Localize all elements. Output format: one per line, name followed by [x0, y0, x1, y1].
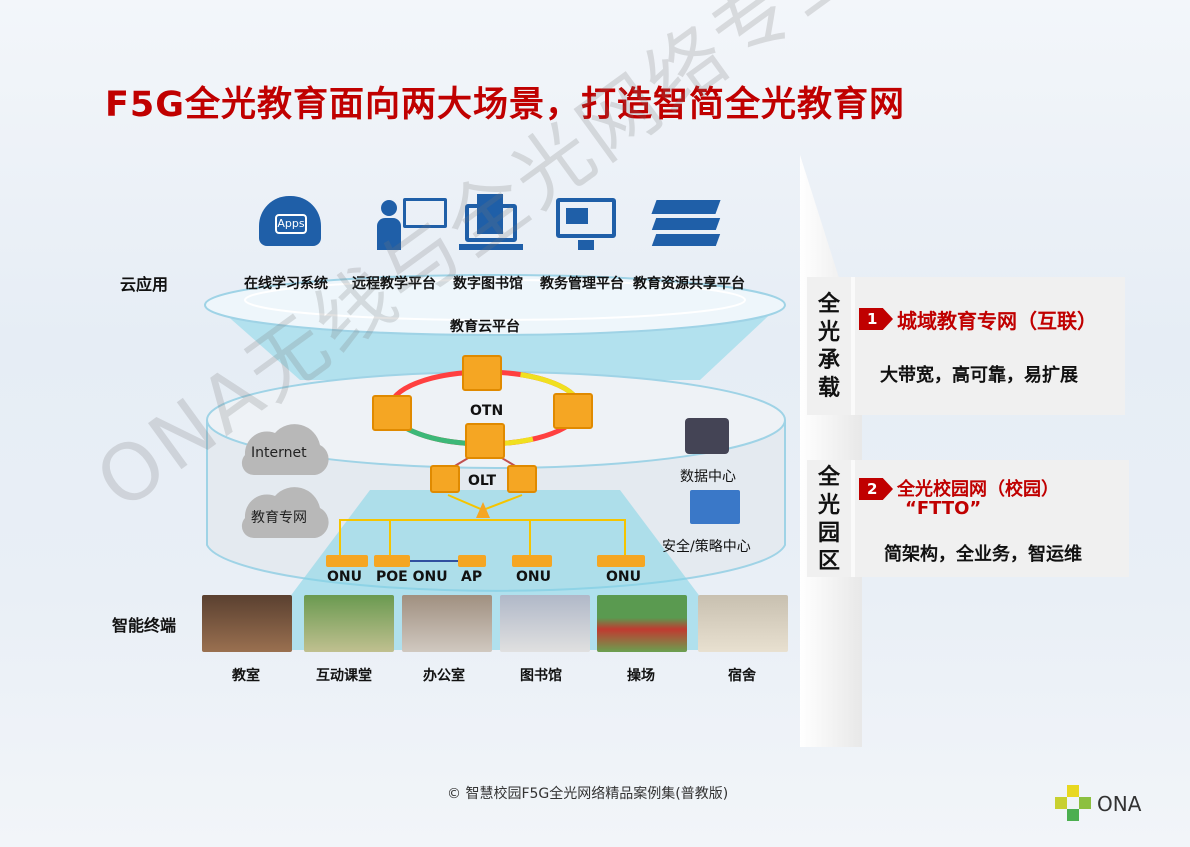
playground-photo: [597, 595, 687, 652]
monitor-admin-icon: [540, 190, 630, 252]
app-online-learning: Apps: [245, 190, 335, 252]
apps-cloud-icon: Apps: [255, 190, 325, 252]
onu-switch-icon: [597, 555, 645, 567]
page-title: F5G全光教育面向两大场景，打造智简全光教育网: [105, 85, 905, 125]
app-label: 在线学习系统: [244, 276, 328, 292]
otn-device-icon: [553, 393, 593, 429]
access-label: POE ONU: [376, 569, 448, 585]
terminal-label: 办公室: [423, 668, 465, 684]
dormitory-photo: [698, 595, 788, 652]
books-stack-icon: [640, 190, 730, 252]
terminal-label: 互动课堂: [316, 668, 372, 684]
scenario-card-1: 全光承载 1 城域教育专网（互联） 大带宽，高可靠，易扩展: [807, 277, 1125, 415]
data-center-icon: [685, 418, 729, 454]
library-photo: [500, 595, 590, 652]
scenario-desc: 大带宽，高可靠，易扩展: [880, 365, 1078, 386]
app-label: 远程教学平台: [352, 276, 436, 292]
terminal-label: 图书馆: [520, 668, 562, 684]
poe-onu-icon: [374, 555, 410, 567]
olt-label: OLT: [468, 473, 497, 489]
access-label: ONU: [516, 569, 551, 585]
terminals-label: 智能终端: [112, 616, 177, 635]
scenario-title: 城域教育专网（互联）: [897, 309, 1097, 333]
otn-label: OTN: [470, 403, 504, 419]
internet-cloud: Internet: [251, 445, 307, 461]
edu-network-cloud: 教育专网: [251, 510, 307, 526]
scenario-desc: 简架构，全业务，智运维: [884, 544, 1082, 565]
ap-icon: [458, 555, 486, 567]
terminal-label: 操场: [627, 668, 655, 684]
classroom-photo: [202, 595, 292, 652]
scenario-side-label: 全光承载: [817, 292, 840, 401]
scenario-side-label: 全光园区: [817, 465, 840, 574]
cloud-apps-label: 云应用: [120, 275, 169, 294]
office-photo: [402, 595, 492, 652]
interactive-class-photo: [304, 595, 394, 652]
otn-device-icon: [462, 355, 502, 391]
scenario-number: 1: [859, 308, 893, 330]
app-label: 教务管理平台: [540, 276, 624, 292]
app-label: 教育资源共享平台: [633, 276, 745, 292]
scenario-title: 全光校园网（校园）: [897, 479, 1059, 500]
access-label: ONU: [327, 569, 362, 585]
platform-label: 教育云平台: [450, 319, 520, 335]
terminal-label: 宿舍: [728, 668, 756, 684]
otn-device-icon: [465, 423, 505, 459]
security-center-label: 安全/策略中心: [662, 539, 751, 555]
ona-logo-icon: [1055, 785, 1091, 821]
olt-device-icon: [430, 465, 460, 493]
teacher-board-icon: [365, 190, 455, 252]
terminal-label: 教室: [232, 668, 260, 684]
footer-copyright: © 智慧校园F5G全光网络精品案例集(普教版): [447, 786, 729, 802]
olt-device-icon: [507, 465, 537, 493]
digital-library-icon: [445, 190, 535, 252]
scenario-subtitle: “FTTO”: [905, 498, 982, 519]
scenario-number: 2: [859, 478, 893, 500]
scenario-card-2: 全光园区 2 全光校园网（校园） “FTTO” 简架构，全业务，智运维: [807, 460, 1129, 577]
data-center-label: 数据中心: [680, 469, 736, 485]
otn-device-icon: [372, 395, 412, 431]
firewall-icon: [690, 490, 740, 524]
onu-icon: [512, 555, 552, 567]
onu-wifi-icon: [326, 555, 368, 567]
app-label: 数字图书馆: [453, 276, 523, 292]
access-label: AP: [461, 569, 483, 585]
ona-logo-text: ONA: [1097, 792, 1142, 816]
access-label: ONU: [606, 569, 641, 585]
